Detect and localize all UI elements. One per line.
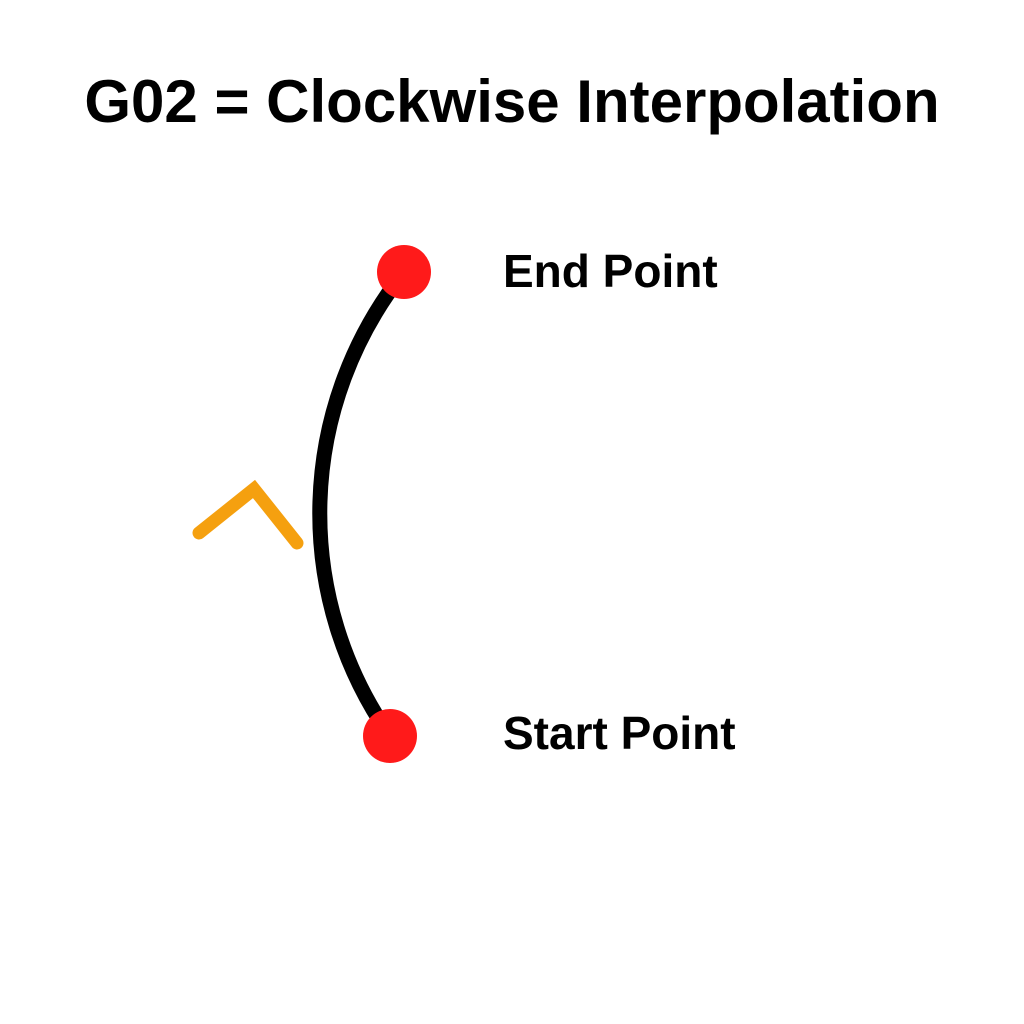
start-point-marker <box>363 709 417 763</box>
clockwise-arc <box>312 264 412 744</box>
chevron-up-icon <box>192 479 304 550</box>
end-point-marker <box>377 245 431 299</box>
start-point-label: Start Point <box>503 707 736 759</box>
page-title: G02 = Clockwise Interpolation <box>84 68 940 135</box>
end-point-label: End Point <box>503 245 718 297</box>
